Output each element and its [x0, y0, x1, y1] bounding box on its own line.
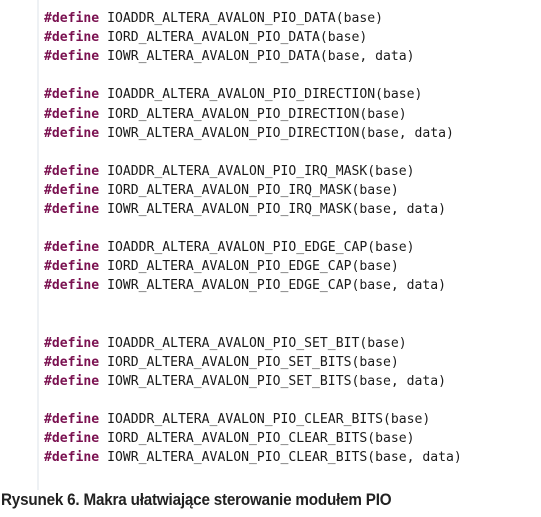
code-line: #define IOWR_ALTERA_AVALON_PIO_CLEAR_BIT… — [44, 448, 462, 467]
macro-definition: IOWR_ALTERA_AVALON_PIO_DIRECTION(base, d… — [107, 125, 454, 141]
code-gutter — [37, 0, 39, 490]
define-keyword: #define — [44, 87, 100, 103]
macro-definition: IOADDR_ALTERA_AVALON_PIO_IRQ_MASK(base) — [107, 163, 415, 179]
code-line: #define IORD_ALTERA_AVALON_PIO_DIRECTION… — [44, 105, 407, 124]
define-keyword: #define — [44, 431, 100, 447]
macro-definition: IOWR_ALTERA_AVALON_PIO_IRQ_MASK(base, da… — [107, 202, 447, 217]
macro-definition: IORD_ALTERA_AVALON_PIO_CLEAR_BITS(base) — [107, 431, 415, 447]
macro-definition: IOWR_ALTERA_AVALON_PIO_SET_BITS(base, da… — [107, 373, 447, 389]
define-keyword: #define — [44, 240, 100, 256]
define-keyword: #define — [44, 412, 100, 428]
macro-definition: IORD_ALTERA_AVALON_PIO_EDGE_CAP(base) — [107, 259, 399, 275]
define-keyword: #define — [44, 125, 100, 141]
code-line: #define IOADDR_ALTERA_AVALON_PIO_DATA(ba… — [44, 9, 383, 28]
define-keyword: #define — [44, 354, 100, 370]
code-line: #define IOWR_ALTERA_AVALON_PIO_SET_BITS(… — [44, 372, 446, 391]
define-keyword: #define — [44, 163, 100, 179]
macro-definition: IORD_ALTERA_AVALON_PIO_IRQ_MASK(base) — [107, 182, 399, 198]
code-listing: #define IOADDR_ALTERA_AVALON_PIO_DATA(ba… — [37, 0, 462, 490]
define-keyword: #define — [44, 30, 100, 46]
code-line: #define IOADDR_ALTERA_AVALON_PIO_EDGE_CA… — [44, 238, 415, 257]
macro-definition: IORD_ALTERA_AVALON_PIO_DATA(base) — [107, 30, 368, 46]
macro-definition: IOADDR_ALTERA_AVALON_PIO_CLEAR_BITS(base… — [107, 412, 431, 428]
figure-caption: Rysunek 6. Makra ułatwiające sterowanie … — [1, 491, 392, 509]
define-keyword: #define — [44, 11, 100, 26]
macro-definition: IOADDR_ALTERA_AVALON_PIO_DIRECTION(base) — [107, 87, 423, 103]
code-line: #define IOADDR_ALTERA_AVALON_PIO_CLEAR_B… — [44, 410, 430, 429]
code-line: #define IOADDR_ALTERA_AVALON_PIO_SET_BIT… — [44, 334, 407, 353]
code-line: #define IOADDR_ALTERA_AVALON_PIO_DIRECTI… — [44, 85, 422, 104]
macro-definition: IORD_ALTERA_AVALON_PIO_DIRECTION(base) — [107, 106, 407, 122]
define-keyword: #define — [44, 450, 100, 466]
macro-definition: IORD_ALTERA_AVALON_PIO_SET_BITS(base) — [107, 354, 399, 370]
macro-definition: IOADDR_ALTERA_AVALON_PIO_EDGE_CAP(base) — [107, 240, 415, 256]
define-keyword: #define — [44, 182, 100, 198]
code-line: #define IOWR_ALTERA_AVALON_PIO_DIRECTION… — [44, 124, 454, 143]
define-keyword: #define — [44, 278, 100, 294]
macro-definition: IOWR_ALTERA_AVALON_PIO_DATA(base, data) — [107, 49, 415, 65]
code-line: #define IOWR_ALTERA_AVALON_PIO_EDGE_CAP(… — [44, 276, 446, 295]
define-keyword: #define — [44, 259, 100, 275]
code-line: #define IORD_ALTERA_AVALON_PIO_CLEAR_BIT… — [44, 429, 415, 448]
macro-definition: IOWR_ALTERA_AVALON_PIO_CLEAR_BITS(base, … — [107, 450, 462, 466]
macro-definition: IOADDR_ALTERA_AVALON_PIO_DATA(base) — [107, 11, 383, 26]
define-keyword: #define — [44, 202, 100, 217]
code-line: #define IORD_ALTERA_AVALON_PIO_IRQ_MASK(… — [44, 181, 399, 200]
macro-definition: IOADDR_ALTERA_AVALON_PIO_SET_BIT(base) — [107, 335, 407, 351]
code-line: #define IOWR_ALTERA_AVALON_PIO_DATA(base… — [44, 47, 415, 66]
code-line: #define IOWR_ALTERA_AVALON_PIO_IRQ_MASK(… — [44, 200, 446, 219]
define-keyword: #define — [44, 335, 100, 351]
define-keyword: #define — [44, 106, 100, 122]
define-keyword: #define — [44, 373, 100, 389]
code-line: #define IOADDR_ALTERA_AVALON_PIO_IRQ_MAS… — [44, 162, 415, 181]
macro-definition: IOWR_ALTERA_AVALON_PIO_EDGE_CAP(base, da… — [107, 278, 447, 294]
code-line: #define IORD_ALTERA_AVALON_PIO_EDGE_CAP(… — [44, 257, 399, 276]
code-line: #define IORD_ALTERA_AVALON_PIO_DATA(base… — [44, 28, 367, 47]
define-keyword: #define — [44, 49, 100, 65]
code-line: #define IORD_ALTERA_AVALON_PIO_SET_BITS(… — [44, 353, 399, 372]
